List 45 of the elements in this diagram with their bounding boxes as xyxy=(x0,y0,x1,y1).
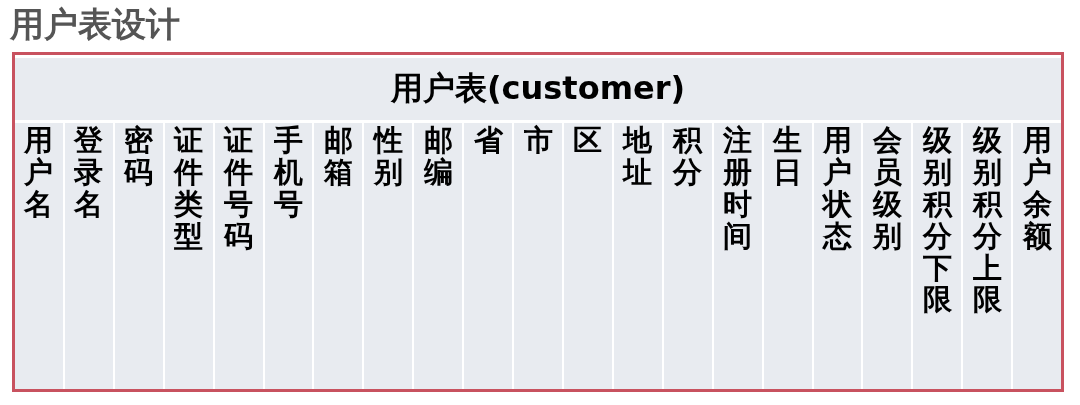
column-cell xyxy=(214,123,263,389)
column-name: 性别 xyxy=(373,125,403,189)
table-name: 用户表(customer) xyxy=(390,68,686,109)
column-cell xyxy=(913,123,962,389)
table-frame xyxy=(12,52,1064,392)
column-cell xyxy=(1013,123,1062,389)
column-name: 区 xyxy=(573,125,603,157)
column-cell xyxy=(663,123,712,389)
column-name: 级别积分下限 xyxy=(922,125,952,317)
column-name: 生日 xyxy=(773,125,803,189)
column-cell xyxy=(613,123,662,389)
column-cell xyxy=(314,123,363,389)
column-name: 会员级别 xyxy=(872,125,902,253)
column-cell xyxy=(264,123,313,389)
column-name: 邮编 xyxy=(423,125,453,189)
column-cell xyxy=(15,123,63,389)
column-cell xyxy=(464,123,513,389)
column-name: 用户名 xyxy=(24,125,54,221)
column-cell xyxy=(963,123,1012,389)
column-cell xyxy=(813,123,862,389)
column-name: 地址 xyxy=(623,125,653,189)
column-cell xyxy=(414,123,463,389)
column-name: 邮箱 xyxy=(323,125,353,189)
column-cell xyxy=(563,123,612,389)
column-cell xyxy=(763,123,812,389)
column-cell xyxy=(514,123,562,389)
column-name: 积分 xyxy=(673,125,703,189)
column-name: 用户余额 xyxy=(1022,125,1052,253)
column-name: 市 xyxy=(523,125,553,157)
column-name: 证件号码 xyxy=(224,125,254,253)
column-name: 证件类型 xyxy=(174,125,204,253)
column-cell xyxy=(164,123,213,389)
column-name: 手机号 xyxy=(274,125,303,221)
column-name: 省 xyxy=(473,125,503,157)
diagram-title: 用户表设计 xyxy=(10,3,180,46)
column-cell xyxy=(713,123,762,389)
column-cell xyxy=(114,123,163,389)
column-cell xyxy=(364,123,413,389)
column-cell xyxy=(64,123,113,389)
column-name: 用户状态 xyxy=(822,125,852,253)
column-name: 密码 xyxy=(124,125,154,189)
column-name: 登录名 xyxy=(74,125,104,221)
column-name: 级别积分上限 xyxy=(972,125,1002,317)
column-name: 注册时间 xyxy=(723,125,753,253)
column-cell xyxy=(863,123,912,389)
